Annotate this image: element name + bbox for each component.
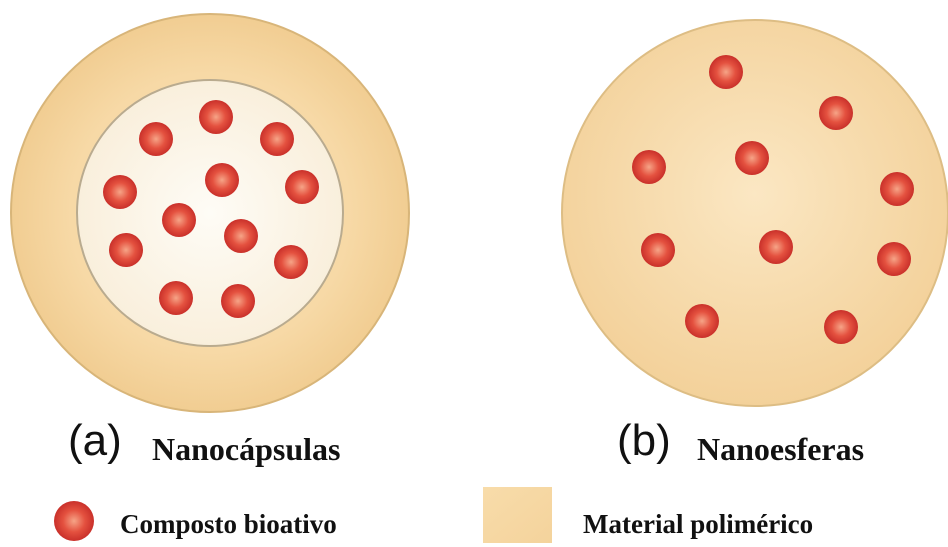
bioactive-particle xyxy=(285,170,319,204)
bioactive-particle xyxy=(274,245,308,279)
nanosphere-figure xyxy=(562,20,948,406)
panel-a-name: Nanocápsulas xyxy=(152,431,341,467)
bioactive-particle xyxy=(685,304,719,338)
bioactive-particle xyxy=(205,163,239,197)
bioactive-particle xyxy=(735,141,769,175)
bioactive-particle xyxy=(199,100,233,134)
bioactive-particle xyxy=(224,219,258,253)
bioactive-particle xyxy=(880,172,914,206)
bioactive-particle xyxy=(709,55,743,89)
bioactive-particle xyxy=(159,281,193,315)
bioactive-particle xyxy=(819,96,853,130)
bioactive-particle xyxy=(632,150,666,184)
legend-particle-icon xyxy=(54,501,94,541)
bioactive-particle xyxy=(221,284,255,318)
bioactive-particle xyxy=(641,233,675,267)
legend: Composto bioativo Material polimérico xyxy=(54,487,813,543)
nanocapsule-figure xyxy=(11,14,409,412)
legend-polymer-label: Material polimérico xyxy=(583,509,813,539)
bioactive-particle xyxy=(877,242,911,276)
bioactive-particle xyxy=(109,233,143,267)
bioactive-particle xyxy=(162,203,196,237)
panel-b-name: Nanoesferas xyxy=(697,431,864,467)
panel-b-letter: (b) xyxy=(617,416,671,465)
legend-bioactive-label: Composto bioativo xyxy=(120,509,337,539)
bioactive-particle xyxy=(824,310,858,344)
bioactive-particle xyxy=(103,175,137,209)
bioactive-particle xyxy=(260,122,294,156)
bioactive-particle xyxy=(139,122,173,156)
bioactive-particle xyxy=(759,230,793,264)
legend-polymer-swatch xyxy=(483,487,552,543)
polymer-matrix xyxy=(562,20,948,406)
panel-a-letter: (a) xyxy=(68,416,122,465)
